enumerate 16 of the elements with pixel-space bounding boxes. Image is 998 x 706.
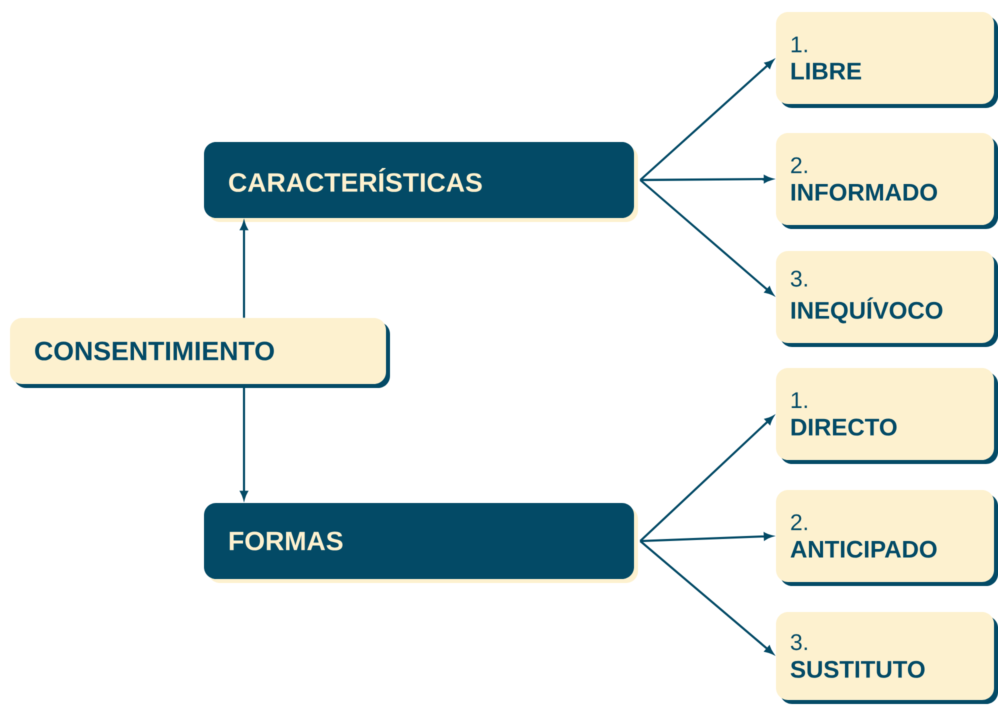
item-box: 3. SUSTITUTO [776,612,998,704]
category-box: FORMAS [204,503,638,583]
arrow [640,60,774,181]
item-box: 2. ANTICIPADO [776,490,998,586]
item-box: 2. INFORMADO [776,133,998,229]
arrow [640,175,773,183]
arrow [640,179,774,296]
category-box: CARACTERÍSTICAS [204,142,638,222]
item-box: 1. LIBRE [776,12,998,108]
arrow [640,540,774,654]
concept-box: CONSENTIMIENTO [10,318,390,388]
arrow [240,221,248,318]
item-box: 1. DIRECTO [776,368,998,464]
arrow [640,416,774,542]
item-box: 3. INEQUÍVOCO [776,251,998,347]
arrow [640,532,773,542]
